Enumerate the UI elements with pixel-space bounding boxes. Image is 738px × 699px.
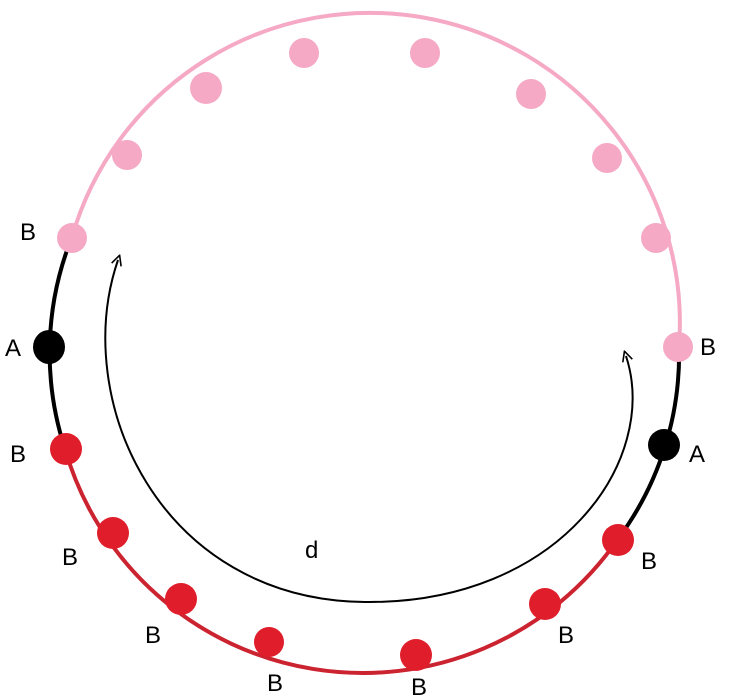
red-bead [602,524,634,556]
pink-bead [57,223,87,253]
label-b-bottom-1: B [267,670,283,697]
label-b-right-upper: B [700,334,716,361]
pink-arc [70,10,682,347]
label-distance-d: d [305,537,318,564]
label-b-left-1: B [10,441,26,468]
pink-beads [57,38,693,362]
pink-bead [516,79,546,109]
pink-bead [112,140,142,170]
red-bead [97,517,129,549]
pink-bead [289,38,319,68]
label-a-right: A [689,441,705,468]
label-b-left-upper: B [20,219,36,246]
label-b-left-2: B [62,544,78,571]
black-bead-left [33,330,65,364]
red-bead [400,639,432,671]
red-bead [50,433,82,465]
label-b-right-2: B [641,548,657,575]
pink-bead [190,72,222,104]
label-a-left: A [5,335,21,362]
label-b-bottom-2: B [411,674,427,699]
label-b-left-3: B [145,622,161,649]
red-bead [254,627,284,657]
pink-bead [410,38,440,68]
black-bead-right [648,429,680,461]
red-beads [50,433,634,671]
pink-bead [663,332,693,362]
label-b-right-3: B [558,622,574,649]
pink-bead [641,223,671,253]
distance-arrow [104,260,634,604]
red-bead [165,583,197,615]
pink-bead [592,143,622,173]
red-bead [529,588,561,620]
